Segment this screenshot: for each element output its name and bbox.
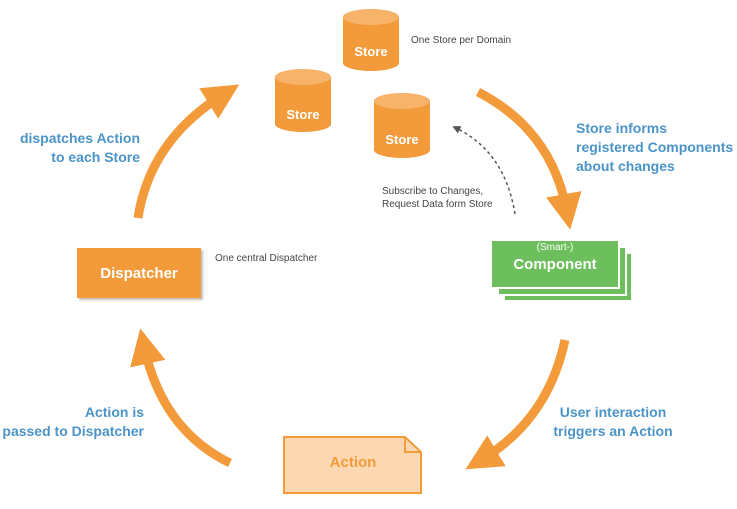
action-passed-text: Action is passed to Dispatcher xyxy=(0,403,144,441)
subscribe-line-2: Request Data form Store xyxy=(382,199,493,210)
store-cylinder-mid xyxy=(374,93,430,158)
dispatcher-note: One central Dispatcher xyxy=(215,253,318,264)
action-label: Action xyxy=(329,454,377,471)
user-interaction-text: User interaction triggers an Action xyxy=(548,403,678,441)
component-stack xyxy=(490,239,633,302)
user-interaction-line-1: User interaction xyxy=(559,404,667,420)
store-note: One Store per Domain xyxy=(411,35,512,46)
store-label-top: Store xyxy=(354,44,388,59)
dispatches-text: dispatches Action to each Store xyxy=(0,129,140,167)
component-label: (Smart-) Component xyxy=(492,241,618,275)
store-label-mid: Store xyxy=(385,132,419,147)
arrow-component-to-action xyxy=(465,339,570,470)
store-cylinder-left xyxy=(275,69,331,132)
store-informs-line-1: Store informs xyxy=(576,120,668,136)
store-informs-line-2: registered Components xyxy=(576,139,734,155)
dispatcher-box: Dispatcher xyxy=(77,248,201,298)
subscribe-line-1: Subscribe to Changes, xyxy=(382,186,484,197)
component-subtitle: (Smart-) xyxy=(536,242,574,253)
subscribe-arrow xyxy=(452,126,516,215)
arrow-action-to-dispatcher xyxy=(130,328,232,468)
user-interaction-line-2: triggers an Action xyxy=(553,423,673,439)
store-label-left: Store xyxy=(286,107,320,122)
dispatches-line-2: to each Store xyxy=(51,149,140,165)
store-informs-text: Store informs registered Components abou… xyxy=(576,119,733,176)
dispatches-line-1: dispatches Action xyxy=(19,130,140,146)
arrow-dispatcher-to-store xyxy=(133,84,240,219)
component-title: Component xyxy=(513,256,597,273)
store-informs-line-3: about changes xyxy=(576,158,675,174)
store-cylinder-top xyxy=(343,9,399,71)
arrow-store-to-component xyxy=(475,87,582,230)
subscribe-note: Subscribe to Changes, Request Data form … xyxy=(382,185,493,211)
action-document xyxy=(283,436,422,494)
action-passed-line-1: Action is xyxy=(84,404,144,420)
action-passed-line-2: passed to Dispatcher xyxy=(2,423,144,439)
